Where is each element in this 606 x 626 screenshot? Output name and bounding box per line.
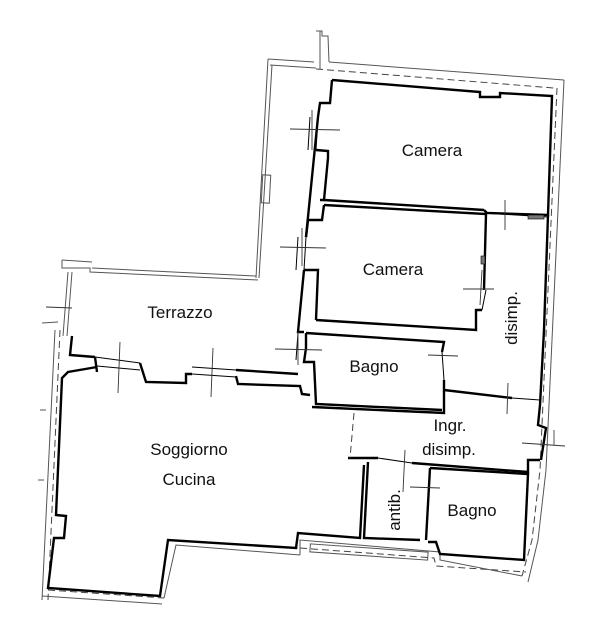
room-label-ingr: Ingr.	[433, 416, 466, 435]
room-label-bagno-1: Bagno	[349, 357, 398, 376]
room-label-terrazzo: Terrazzo	[147, 303, 212, 322]
room-label-camera-1: Camera	[402, 141, 463, 160]
room-label-disimp-2: disimp.	[422, 440, 476, 459]
outer-walls	[38, 30, 565, 605]
room-label-soggiorno: Soggiorno	[150, 440, 228, 459]
room-label-camera-2: Camera	[363, 260, 424, 279]
room-labels: Camera Camera disimp. Terrazzo Bagno Ing…	[147, 141, 521, 531]
room-label-cucina: Cucina	[163, 470, 216, 489]
crosshair-marks	[45, 110, 566, 493]
room-label-bagno-2: Bagno	[447, 501, 496, 520]
room-label-antib: antib.	[385, 489, 404, 531]
room-label-disimp-1: disimp.	[502, 291, 521, 345]
interior-walls	[46, 78, 554, 598]
